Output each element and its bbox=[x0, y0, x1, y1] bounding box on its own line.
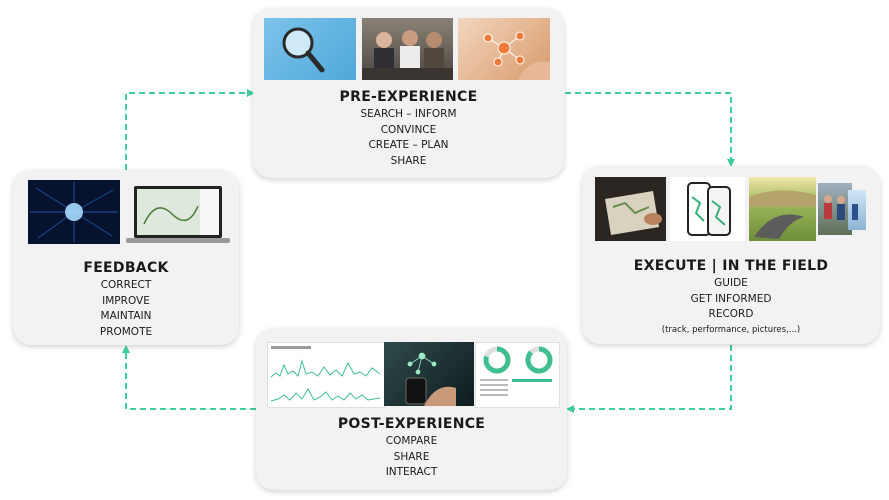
network-heatmap-image bbox=[28, 180, 120, 244]
smartphones-image bbox=[670, 177, 745, 241]
hands-map-image bbox=[595, 177, 666, 241]
list-item: SHARE bbox=[393, 450, 430, 463]
arrow-execute-to-post bbox=[566, 345, 732, 413]
list-item: IMPROVE bbox=[102, 294, 150, 307]
feedback-card: FEEDBACK CORRECT IMPROVE MAINTAIN PROMOT… bbox=[13, 170, 239, 345]
execute-card: EXECUTE | IN THE FIELD GUIDE GET INFORME… bbox=[582, 166, 880, 344]
feedback-list: CORRECT IMPROVE MAINTAIN PROMOTE bbox=[13, 278, 239, 340]
magnifier-image bbox=[264, 18, 356, 80]
execute-list: GUIDE GET INFORMED RECORD (track, perfor… bbox=[582, 276, 880, 338]
execute-title: EXECUTE | IN THE FIELD bbox=[633, 258, 829, 274]
donut-dashboard-image bbox=[475, 342, 560, 408]
pre-experience-card: PRE-EXPERIENCE SEARCH – INFORM CONVINCE … bbox=[253, 8, 564, 178]
list-item: CREATE – PLAN bbox=[368, 139, 449, 151]
analytics-dashboard-image bbox=[267, 342, 385, 408]
list-item: MAINTAIN bbox=[100, 310, 152, 322]
post-experience-title: POST-EXPERIENCE bbox=[337, 416, 486, 432]
list-item: INTERACT bbox=[385, 466, 438, 478]
phone-network-image bbox=[384, 342, 474, 406]
hand-network-image bbox=[458, 18, 550, 80]
pre-experience-title: PRE-EXPERIENCE bbox=[339, 89, 478, 105]
post-experience-list: COMPARE SHARE INTERACT bbox=[256, 434, 567, 481]
hikers-image bbox=[818, 183, 852, 235]
list-item: SHARE bbox=[390, 154, 427, 167]
pre-experience-list: SEARCH – INFORM CONVINCE CREATE – PLAN S… bbox=[253, 107, 564, 169]
list-item: CONVINCE bbox=[380, 123, 437, 136]
arrow-feedback-to-pre bbox=[125, 89, 255, 170]
laptop-map-image bbox=[126, 184, 230, 244]
list-item: COMPARE bbox=[385, 435, 438, 447]
arrow-post-to-feedback bbox=[122, 345, 256, 410]
list-item: GET INFORMED bbox=[690, 292, 772, 305]
list-item: CORRECT bbox=[100, 279, 152, 291]
execute-note: (track, performance, pictures,...) bbox=[661, 324, 801, 335]
list-item: PROMOTE bbox=[99, 325, 153, 338]
mountain-road-image bbox=[749, 177, 816, 241]
list-item: RECORD bbox=[708, 308, 754, 320]
hikers-photo-image bbox=[848, 190, 866, 230]
arrow-pre-to-execute bbox=[565, 92, 735, 167]
list-item: SEARCH – INFORM bbox=[360, 108, 457, 120]
list-item: GUIDE bbox=[714, 277, 748, 289]
feedback-title: FEEDBACK bbox=[83, 260, 169, 276]
post-experience-card: POST-EXPERIENCE COMPARE SHARE INTERACT bbox=[256, 328, 567, 490]
meeting-image bbox=[362, 18, 453, 80]
